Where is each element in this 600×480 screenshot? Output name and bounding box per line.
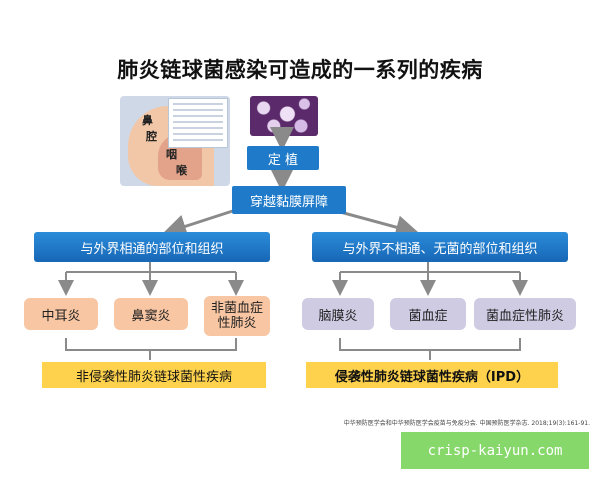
group-invasive: 侵袭性肺炎链球菌性疾病（IPD） [306, 362, 558, 388]
node-colonize: 定 植 [247, 146, 319, 170]
text-note [168, 98, 228, 148]
label-cavity: 腔 [146, 130, 157, 143]
reference-citation: 中华预防医学会和中华预防医学会疫苗与免疫分会. 中国预防医学杂志. 2018;1… [343, 420, 590, 427]
disease-bacteremia: 菌血症 [390, 298, 466, 330]
watermark-banner: crisp-kaiyun.com [401, 432, 589, 469]
node-right-branch: 与外界不相通、无菌的部位和组织 [312, 232, 568, 262]
disease-sinusitis: 鼻窦炎 [114, 298, 188, 330]
label-nose: 鼻 [142, 114, 153, 127]
disease-nonbacteremic-pneumonia: 非菌血症 性肺炎 [204, 296, 270, 336]
node-mucosa-barrier: 穿越黏膜屏障 [232, 186, 346, 214]
label-pharynx-2: 喉 [176, 164, 187, 177]
disease-otitis-media: 中耳炎 [24, 298, 98, 330]
slide-title: 肺炎链球菌感染可造成的一系列的疾病 [117, 58, 483, 82]
group-non-invasive: 非侵袭性肺炎链球菌性疾病 [42, 362, 266, 388]
left-bracket [65, 338, 237, 351]
disease-meningitis: 脑膜炎 [302, 298, 374, 330]
disease-bacteremic-pneumonia: 菌血症性肺炎 [474, 298, 576, 330]
node-left-branch: 与外界相通的部位和组织 [34, 232, 270, 262]
label-pharynx-1: 咽 [166, 148, 177, 161]
right-bracket [339, 338, 521, 351]
